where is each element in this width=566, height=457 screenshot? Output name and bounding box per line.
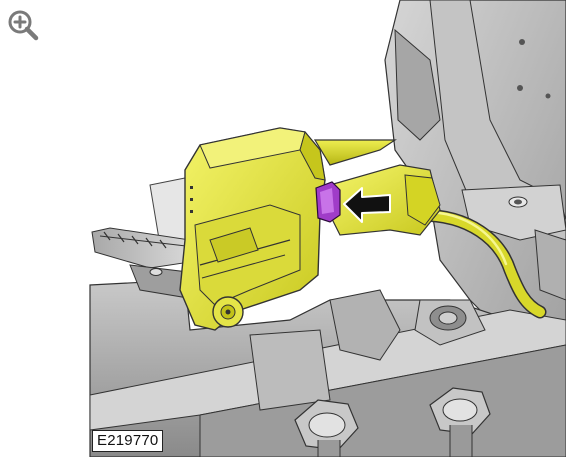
electrical-connector bbox=[179, 127, 441, 331]
locking-tab bbox=[315, 181, 341, 223]
figure-reference-label: E219770 bbox=[92, 430, 164, 452]
housing-bolts bbox=[294, 387, 491, 457]
left-bracket bbox=[91, 177, 191, 299]
callout-arrow bbox=[343, 187, 391, 223]
zoom-in-button[interactable] bbox=[6, 8, 40, 42]
zoom-in-icon bbox=[8, 10, 39, 41]
